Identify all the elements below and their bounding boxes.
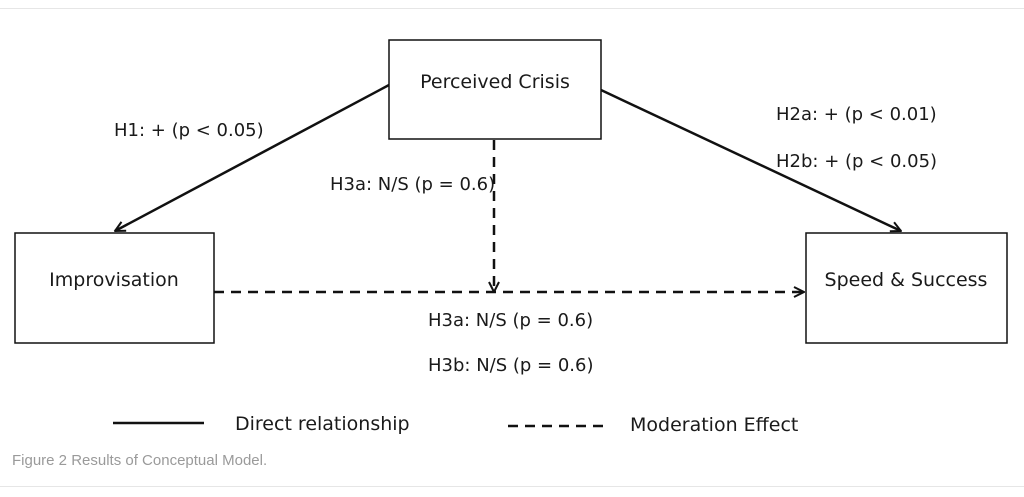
h1-label: H1: + (p < 0.05)	[114, 120, 264, 141]
bottom-divider	[0, 486, 1024, 487]
top-divider	[0, 8, 1024, 9]
figure-caption: Figure 2 Results of Conceptual Model.	[12, 452, 268, 469]
improvisation-label: Improvisation	[49, 269, 179, 291]
h3a-vertical-label: H3a: N/S (p = 0.6)	[330, 174, 495, 195]
h2b-label: H2b: + (p < 0.05)	[776, 151, 937, 172]
h1-arrow	[115, 83, 390, 233]
legend-moderation-label: Moderation Effect	[630, 414, 798, 436]
improvisation-box	[14, 232, 215, 344]
speed-success-label: Speed & Success	[825, 269, 988, 291]
h3b-bottom-label: H3b: N/S (p = 0.6)	[428, 355, 594, 376]
perceived-crisis-box	[388, 39, 602, 140]
h2-arrow	[600, 88, 901, 231]
legend-direct-label: Direct relationship	[235, 413, 410, 435]
speed-success-box	[805, 232, 1008, 344]
perceived-crisis-label: Perceived Crisis	[420, 71, 570, 93]
h3a-bottom-label: H3a: N/S (p = 0.6)	[428, 310, 593, 331]
h2a-label: H2a: + (p < 0.01)	[776, 104, 937, 125]
